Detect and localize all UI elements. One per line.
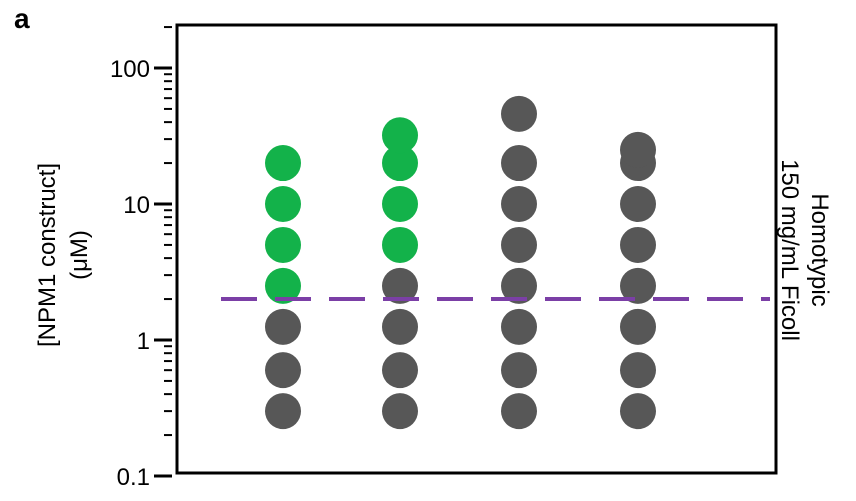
y-tick-labels: 100 10 1 0.1 xyxy=(110,56,150,491)
data-point-mixed xyxy=(265,308,301,345)
right-axis-title-line-1: Homotypic xyxy=(806,193,833,306)
data-point-phase-separated xyxy=(265,186,301,222)
data-point-mixed xyxy=(620,352,656,389)
y-axis-title: [NPM1 construct] (μM) xyxy=(34,163,93,347)
data-point-mixed xyxy=(382,267,418,304)
data-point-mixed xyxy=(620,393,656,430)
data-point-phase-separated xyxy=(382,117,418,154)
y-tick-label: 100 xyxy=(110,56,150,83)
plot-frame xyxy=(175,23,778,475)
y-tick-label: 1 xyxy=(137,328,150,355)
data-point-phase-separated xyxy=(382,186,418,222)
data-point-mixed xyxy=(265,352,301,389)
data-point-mixed xyxy=(501,226,537,263)
data-point-mixed xyxy=(501,352,537,389)
y-tick-label: 0.1 xyxy=(117,464,150,491)
y-major-ticks xyxy=(154,66,172,478)
y-axis-title-line-2: (μM) xyxy=(66,230,93,280)
data-point-mixed xyxy=(620,226,656,263)
data-point-mixed xyxy=(265,393,301,430)
y-axis-title-line-1: [NPM1 construct] xyxy=(34,163,61,347)
data-point-mixed xyxy=(501,393,537,430)
data-point-phase-separated xyxy=(265,226,301,263)
data-point-mixed xyxy=(620,308,656,345)
data-point-mixed xyxy=(501,267,537,304)
data-point-mixed xyxy=(501,145,537,182)
data-point-mixed xyxy=(501,186,537,222)
data-point-phase-separated xyxy=(265,267,301,304)
data-point-phase-separated xyxy=(382,145,418,182)
right-axis-title: Homotypic 150 mg/mL Ficoll xyxy=(776,159,833,341)
panel-label: a xyxy=(14,3,30,34)
data-point-mixed xyxy=(382,393,418,430)
data-point-phase-separated xyxy=(382,226,418,263)
data-point-phase-separated xyxy=(265,145,301,182)
data-point-mixed xyxy=(620,186,656,222)
data-point-mixed xyxy=(501,95,537,132)
data-point-mixed xyxy=(382,308,418,345)
data-point-mixed xyxy=(620,131,656,168)
y-minor-ticks xyxy=(164,26,172,437)
data-point-mixed xyxy=(620,267,656,304)
data-point-mixed xyxy=(501,308,537,345)
data-point-mixed xyxy=(382,352,418,389)
data-points xyxy=(265,95,656,430)
right-axis-title-line-2: 150 mg/mL Ficoll xyxy=(776,159,803,341)
y-tick-label: 10 xyxy=(123,192,150,219)
